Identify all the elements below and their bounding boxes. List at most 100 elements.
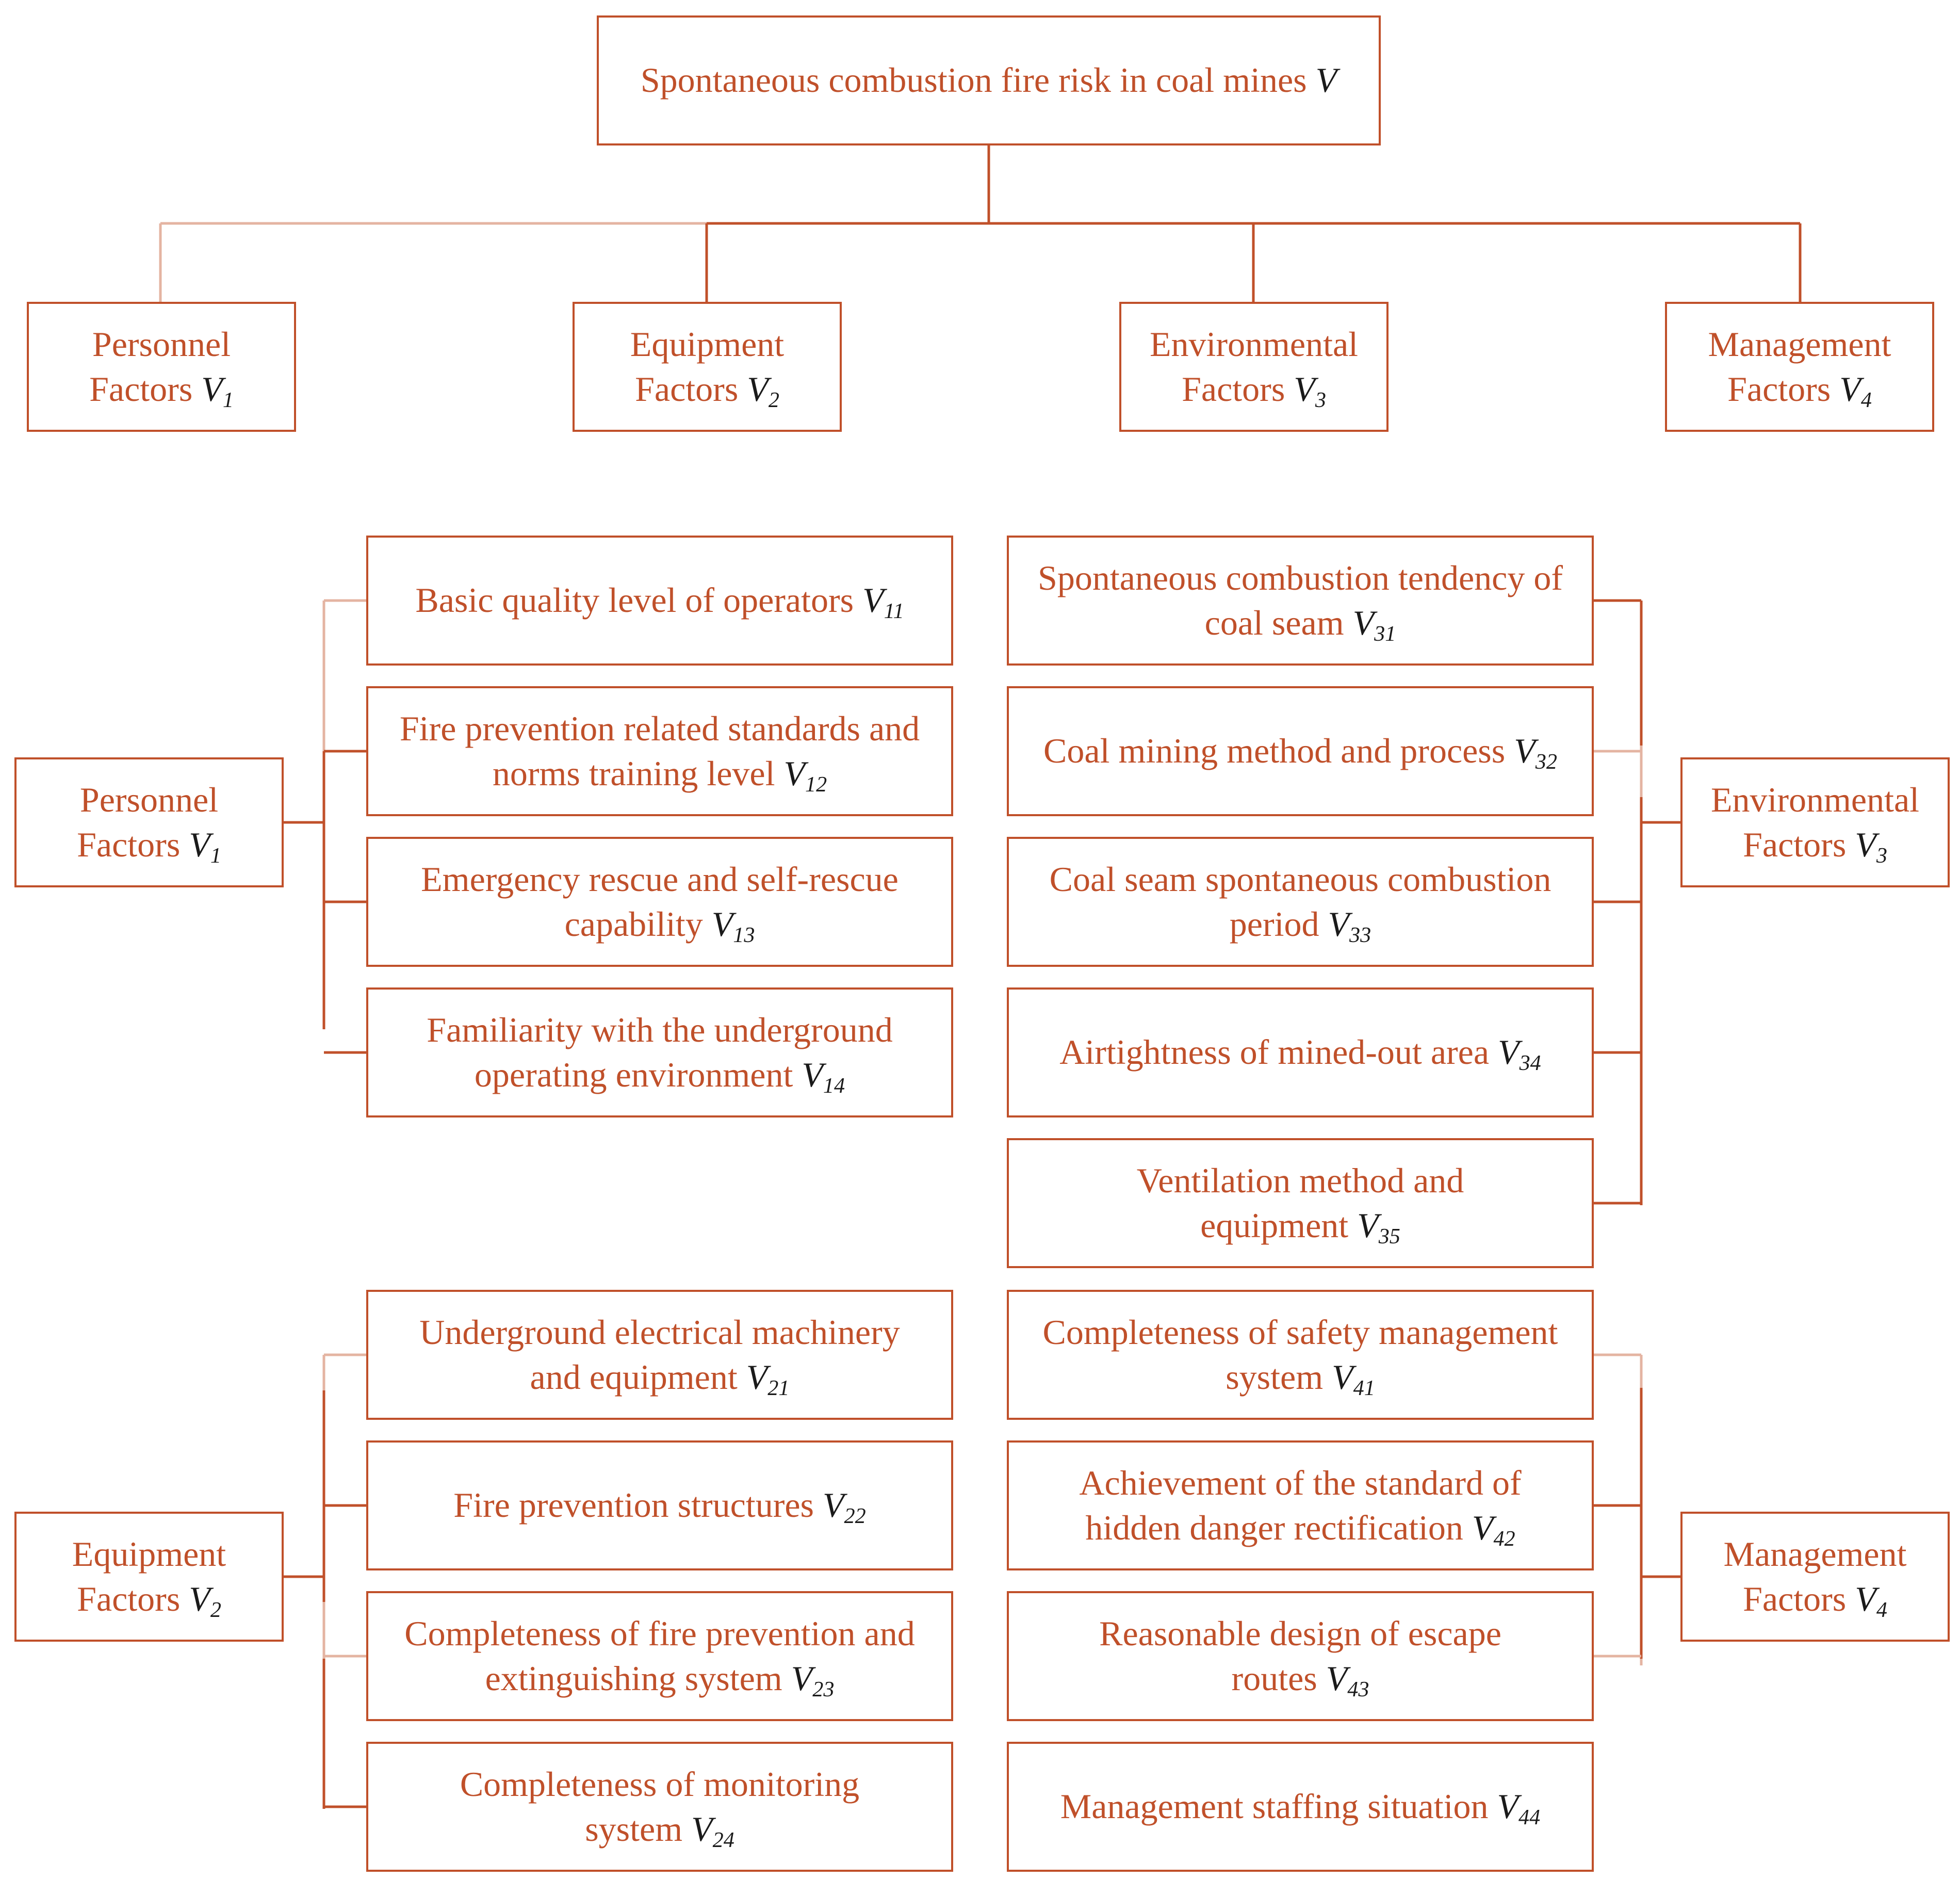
node-label-line2: Factors [1743, 825, 1847, 864]
node-label: Airtightness of mined-out area V34 [1059, 1030, 1541, 1075]
variable-symbol: V22 [823, 1485, 866, 1527]
node-label: Achievement of the standard of hidden dan… [1079, 1461, 1521, 1550]
variable-letter: V [1472, 1508, 1494, 1547]
variable-subscript: 43 [1347, 1677, 1369, 1702]
variable-symbol: V12 [783, 754, 827, 795]
node-label-line2: norms training level [492, 754, 775, 793]
node-label-line1: Underground electrical machinery [419, 1312, 900, 1352]
node-label-line1: Management [1723, 1534, 1907, 1574]
node-label-line2: Factors [89, 369, 193, 409]
variable-subscript: 2 [768, 387, 779, 412]
variable-letter: V [189, 1579, 210, 1618]
node-label-line2: capability [564, 904, 703, 944]
node-label-line2: Factors [1182, 369, 1285, 409]
variable-letter: V [1855, 1579, 1876, 1618]
environmental-item-3: Airtightness of mined-out area V34 [1007, 987, 1594, 1117]
node-label-line2: period [1229, 904, 1319, 944]
node-label-line2: hidden danger rectification [1085, 1508, 1463, 1547]
variable-letter: V [862, 580, 884, 620]
variable-letter: V [823, 1485, 844, 1525]
variable-subscript: 23 [812, 1677, 835, 1702]
node-label-line2: equipment [1200, 1206, 1349, 1245]
variable-letter: V [791, 1659, 813, 1698]
variable-letter: V [1498, 1032, 1520, 1072]
variable-symbol: V14 [802, 1055, 845, 1096]
node-label-line1: Equipment [72, 1534, 226, 1574]
variable-subscript: 24 [712, 1827, 734, 1852]
node-label: Management staffing situation V44 [1060, 1784, 1540, 1829]
variable-subscript: 2 [210, 1597, 221, 1622]
variable-symbol: V13 [712, 904, 755, 947]
node-label-line1: Achievement of the standard of [1079, 1463, 1522, 1502]
variable-subscript: 34 [1519, 1051, 1541, 1076]
variable-symbol: V2 [747, 369, 779, 412]
variable-letter: V [1839, 369, 1861, 409]
node-label-line1: Reasonable design of escape [1099, 1613, 1501, 1653]
node-label-line1: Environmental [1149, 324, 1359, 364]
node-label-line1: Coal mining method and process [1043, 731, 1506, 771]
variable-letter: V [189, 825, 210, 864]
variable-letter: V [747, 369, 769, 409]
personnel-item-3: Familiarity with the underground operatin… [366, 987, 953, 1117]
node-label-line2: operating environment [474, 1055, 793, 1094]
variable-subscript: 12 [805, 772, 827, 797]
node-label-line2: routes [1231, 1659, 1317, 1698]
variable-symbol: V3 [1294, 369, 1326, 412]
variable-subscript: 32 [1535, 750, 1557, 774]
personnel-item-0: Basic quality level of operators V11 [366, 536, 953, 666]
equipment-item-1: Fire prevention structures V22 [366, 1440, 953, 1570]
variable-symbol: V3 [1855, 825, 1887, 866]
variable-subscript: 13 [733, 922, 755, 947]
node-label: Familiarity with the underground operatin… [427, 1008, 892, 1097]
management-item-3: Management staffing situation V44 [1007, 1742, 1594, 1872]
variable-letter: V [1328, 904, 1350, 944]
variable-letter: V [201, 369, 223, 409]
variable-subscript: 3 [1315, 387, 1326, 412]
variable-symbol: V43 [1326, 1659, 1369, 1700]
management-item-2: Reasonable design of escape routes V43 [1007, 1591, 1594, 1721]
variable-subscript: 4 [1860, 387, 1872, 412]
node-label-line2: system [585, 1809, 683, 1849]
variable-symbol: V [1316, 60, 1337, 100]
node-label-line2: Factors [77, 1579, 181, 1618]
variable-symbol: V4 [1839, 369, 1872, 412]
node-label-line1: Fire prevention structures [453, 1485, 814, 1525]
variable-letter: V [746, 1357, 768, 1397]
variable-letter: V [802, 1055, 823, 1094]
node-label: Fire prevention structures V22 [453, 1483, 865, 1528]
node-label-line1: Equipment [630, 324, 785, 364]
variable-letter: V [1855, 825, 1876, 864]
variable-letter: V [783, 754, 806, 793]
variable-symbol: V1 [189, 825, 221, 866]
node-label: Coal mining method and process V32 [1043, 728, 1557, 773]
node-label-line2: Factors [77, 825, 181, 864]
variable-symbol: V24 [691, 1809, 734, 1852]
node-label-line1: Spontaneous combustion tendency of [1038, 558, 1563, 597]
variable-letter: V [1326, 1659, 1348, 1698]
variable-symbol: V41 [1332, 1357, 1375, 1399]
variable-subscript: 1 [222, 387, 234, 412]
node-label-line1: Airtightness of mined-out area [1059, 1032, 1490, 1072]
variable-symbol: V23 [791, 1659, 835, 1700]
variable-letter: V [1357, 1206, 1379, 1245]
node-label-line1: Familiarity with the underground [427, 1010, 893, 1049]
node-label-line1: Completeness of safety management [1042, 1312, 1558, 1352]
variable-subscript: 42 [1493, 1526, 1515, 1551]
variable-subscript: 3 [1876, 843, 1887, 868]
